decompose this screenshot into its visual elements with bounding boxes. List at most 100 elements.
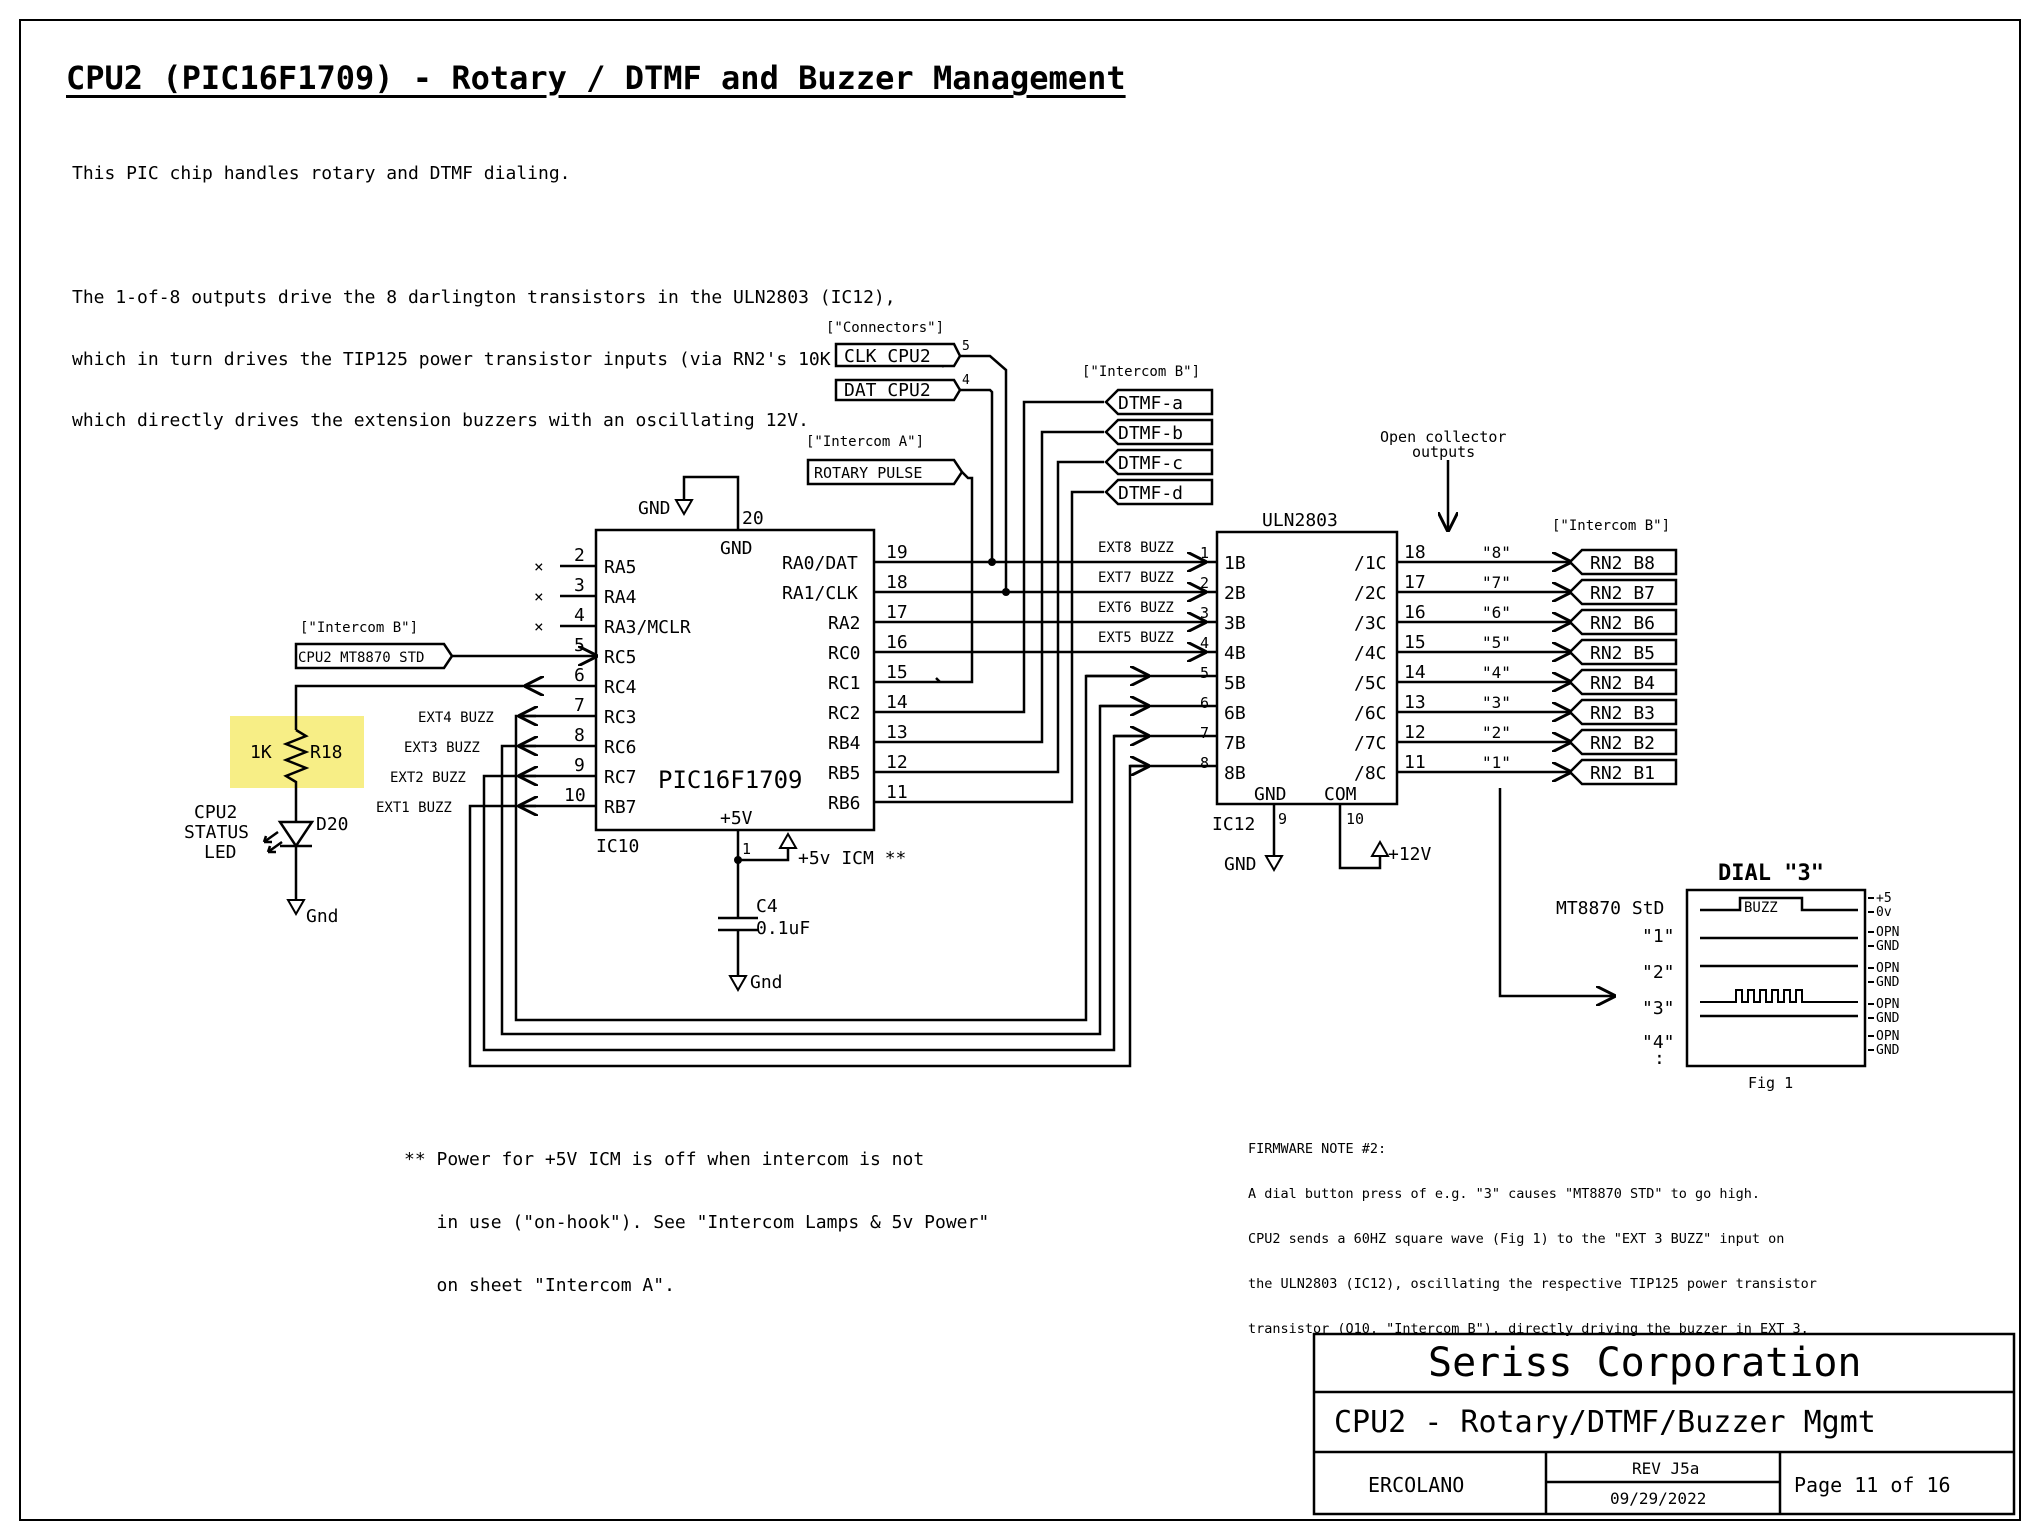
pin-name: 3B [1224, 613, 1246, 634]
ic12-right-pins: 18 /1C 17 /2C 16 /3C 15 /4C 14 /5C 13 /6… [1354, 542, 1426, 784]
pin-name: RB4 [828, 733, 861, 754]
plus12-label: +12V [1388, 844, 1432, 865]
output-label: "3" [1482, 693, 1511, 712]
dial-row-label: MT8870 StD [1556, 898, 1664, 919]
dial-row-label: "1" [1642, 926, 1675, 947]
pin-name: RC7 [604, 767, 637, 788]
pin-num: 7 [574, 695, 585, 716]
intro-line: The 1-of-8 outputs drive the 8 darlingto… [72, 286, 896, 308]
ref-intercom-b-top: ["Intercom B"] [1082, 364, 1200, 380]
pin-name: 5B [1224, 673, 1246, 694]
firmware-note-line: transistor (Q10, "Intercom B"), directly… [1248, 1321, 1809, 1337]
port-dtmf-d: DTMF-d [1118, 483, 1183, 504]
firmware-note-line: the ULN2803 (IC12), oscillating the resp… [1248, 1276, 1817, 1292]
dial-figure-box [1685, 888, 1867, 1068]
power-note-line: in use ("on-hook"). See "Intercom Lamps … [404, 1212, 990, 1233]
c4-ref: C4 [756, 896, 778, 917]
ic10-gnd-label: GND [720, 538, 753, 559]
pin-name: /2C [1354, 583, 1387, 604]
pin-name: RC5 [604, 647, 637, 668]
port-dtmf-c: DTMF-c [1118, 453, 1183, 474]
pin-num: 3 [1200, 604, 1209, 622]
r18-value: 1K [250, 742, 272, 763]
gnd-label: Gnd [750, 972, 783, 993]
dial-level: GND [1876, 1043, 1900, 1058]
port-rn2: RN2 B4 [1590, 673, 1655, 694]
open-collector-label: Open collector [1380, 428, 1506, 446]
net-ext5: EXT5 BUZZ [1098, 630, 1174, 646]
ic10-gnd-pin: 20 [742, 508, 764, 529]
no-connect-mark: × [534, 557, 544, 576]
pin-name: RA5 [604, 557, 637, 578]
pin-num: 17 [886, 602, 908, 623]
pin-name: RC0 [828, 643, 861, 664]
open-collector-label: outputs [1412, 443, 1475, 461]
page-number: Page 11 of 16 [1794, 1473, 1951, 1497]
dial-more: : [1654, 1048, 1665, 1069]
pin-name: /4C [1354, 643, 1387, 664]
date: 09/29/2022 [1610, 1489, 1706, 1508]
pin-num: 10 [564, 785, 586, 806]
net-ext8: EXT8 BUZZ [1098, 540, 1174, 556]
dial-level: +5 [1876, 891, 1892, 906]
port-dat-pin: 4 [962, 373, 970, 388]
r18-ref: R18 [310, 742, 343, 763]
pin-name: /8C [1354, 763, 1387, 784]
port-rn2: RN2 B8 [1590, 553, 1655, 574]
pin-num: 4 [1200, 634, 1209, 652]
pin-num: 2 [1200, 574, 1209, 592]
ic12-gnd-pin: 9 [1278, 810, 1287, 828]
pin-num: 3 [574, 575, 585, 596]
pin-name: RB7 [604, 797, 637, 818]
port-rn2: RN2 B6 [1590, 613, 1655, 634]
pin-name: RC1 [828, 673, 861, 694]
firmware-note-line: FIRMWARE NOTE #2: [1248, 1141, 1387, 1157]
pin-num: 14 [1404, 662, 1426, 683]
ic12-part-name: ULN2803 [1262, 510, 1338, 531]
pin-name: 8B [1224, 763, 1246, 784]
pin-name: 7B [1224, 733, 1246, 754]
title-block [1312, 1332, 2016, 1516]
pin-num: 6 [1200, 694, 1209, 712]
output-label: "2" [1482, 723, 1511, 742]
pin-num: 7 [1200, 724, 1209, 742]
pin-num: 8 [1200, 754, 1209, 772]
net-ext1: EXT1 BUZZ [376, 800, 452, 816]
port-rn2: RN2 B3 [1590, 703, 1655, 724]
pin-num: 5 [574, 635, 585, 656]
c4-value: 0.1uF [756, 918, 810, 939]
dial-buzz-label: BUZZ [1744, 900, 1778, 916]
ic10-left-pins: 2 RA5 3 RA4 4 RA3/MCLR 5 RC5 6 RC4 7 RC3… [564, 545, 691, 818]
pin-name: 4B [1224, 643, 1246, 664]
company-name: Seriss Corporation [1428, 1340, 1861, 1386]
plus5-icm-label: +5v ICM ** [798, 848, 906, 869]
dial-level: GND [1876, 939, 1900, 954]
port-clk-cpu2: CLK CPU2 [844, 346, 931, 367]
gnd-label: GND [638, 498, 671, 519]
pin-num: 15 [886, 662, 908, 683]
net-ext4: EXT4 BUZZ [418, 710, 494, 726]
ref-connectors: ["Connectors"] [826, 320, 944, 336]
pin-name: 2B [1224, 583, 1246, 604]
gnd-label: GND [1224, 854, 1257, 875]
port-rn2: RN2 B5 [1590, 643, 1655, 664]
no-connect-mark: × [534, 587, 544, 606]
output-label: "5" [1482, 633, 1511, 652]
pin-name: 6B [1224, 703, 1246, 724]
port-dtmf-b: DTMF-b [1118, 423, 1183, 444]
net-ext6: EXT6 BUZZ [1098, 600, 1174, 616]
pin-num: 15 [1404, 632, 1426, 653]
port-rn2: RN2 B1 [1590, 763, 1655, 784]
net-ext2: EXT2 BUZZ [390, 770, 466, 786]
intro-line: This PIC chip handles rotary and DTMF di… [72, 163, 571, 185]
ic10-part-name: PIC16F1709 [658, 766, 803, 794]
port-dtmf-a: DTMF-a [1118, 393, 1183, 414]
pin-name: RC4 [604, 677, 637, 698]
net-ext7: EXT7 BUZZ [1098, 570, 1174, 586]
ic10-vcc-pin: 1 [742, 840, 751, 858]
pin-num: 1 [1200, 544, 1209, 562]
pin-num: 14 [886, 692, 908, 713]
net-ext3: EXT3 BUZZ [404, 740, 480, 756]
author: ERCOLANO [1368, 1473, 1464, 1497]
